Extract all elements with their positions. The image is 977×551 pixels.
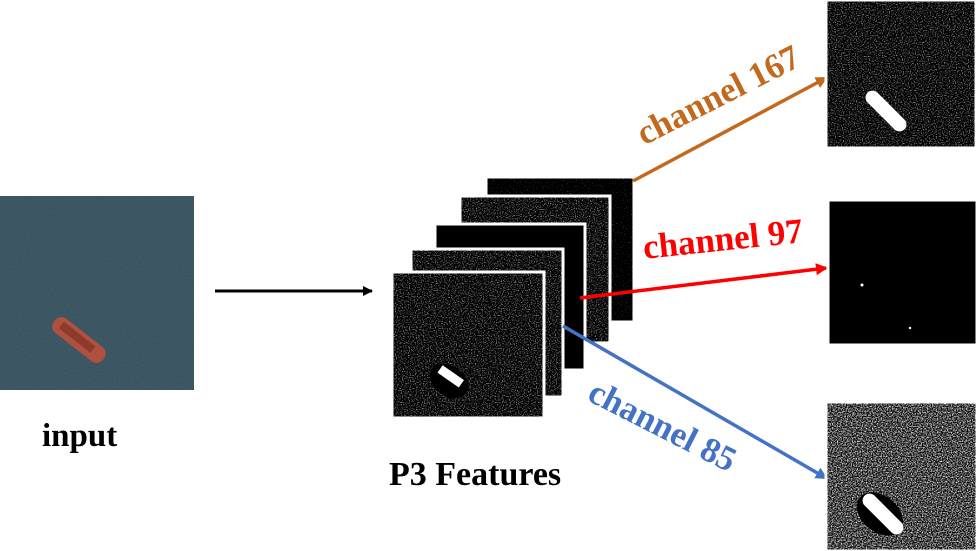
ship-activation-icon (865, 90, 907, 132)
input-label: input (42, 418, 118, 454)
output-channel-85 (824, 400, 977, 551)
arrow-channel-97 (579, 263, 828, 300)
output-channel-167 (824, 0, 977, 150)
output-channel-97 (826, 198, 977, 347)
ship-activation-icon (429, 363, 469, 399)
p3-features-label: P3 Features (389, 456, 562, 493)
input-image (0, 196, 194, 390)
arrow-channel-167 (632, 76, 828, 183)
ship-icon (52, 317, 106, 363)
feature-map-stack (390, 175, 636, 420)
ship-activation-icon (862, 493, 904, 535)
arrow-channel-85 (562, 324, 828, 480)
feature-map-1 (390, 270, 546, 420)
